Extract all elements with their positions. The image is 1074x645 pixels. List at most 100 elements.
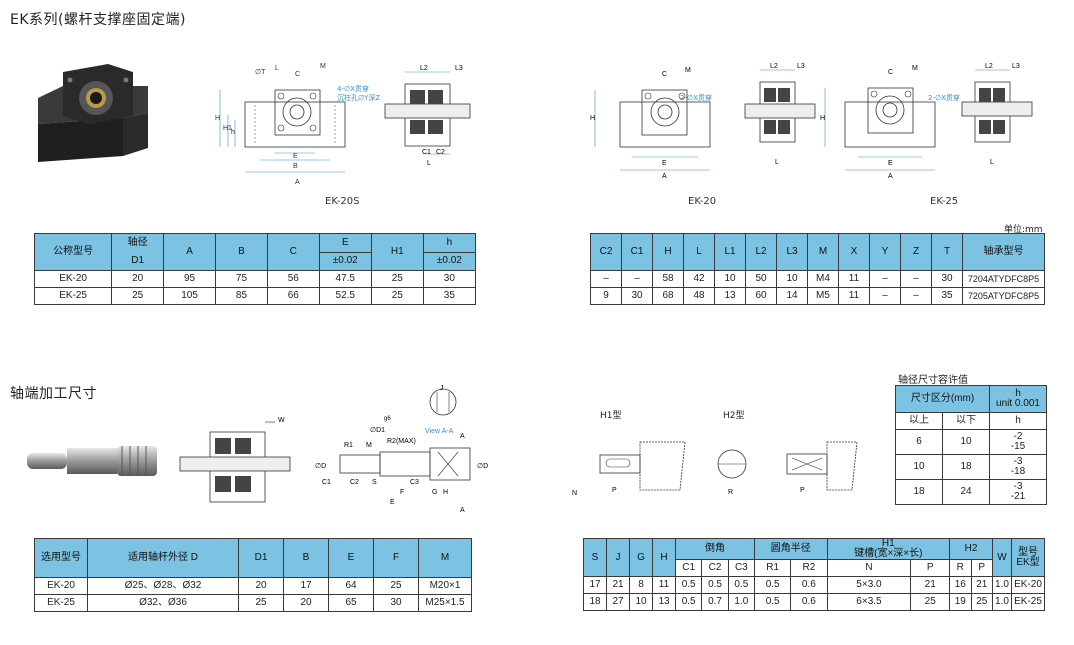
- th-L3: L3: [776, 233, 808, 271]
- th-T: T: [931, 233, 963, 271]
- th-h: h: [422, 233, 477, 253]
- th-B3: B: [283, 538, 329, 578]
- ek20-side-drawing: L2 L3 L: [744, 63, 816, 166]
- svg-text:H: H: [590, 115, 595, 122]
- unit-label: 单位:mm: [1004, 225, 1043, 235]
- th-X: X: [838, 233, 870, 271]
- svg-text:M: M: [366, 442, 372, 449]
- ek20s-side-drawing: L2 L3 C1 C2 L: [384, 65, 471, 167]
- th-M3: M: [418, 538, 472, 578]
- svg-text:R1: R1: [344, 442, 353, 449]
- svg-text:L2: L2: [985, 63, 993, 70]
- svg-text:L: L: [275, 65, 279, 72]
- svg-text:h: h: [231, 129, 235, 136]
- svg-text:C3: C3: [410, 479, 419, 486]
- th-C1: C1: [621, 233, 653, 271]
- svg-text:C2: C2: [350, 479, 359, 486]
- svg-text:H1: H1: [223, 125, 232, 132]
- th-M: M: [807, 233, 839, 271]
- svg-text:E: E: [662, 160, 667, 167]
- svg-text:P: P: [612, 487, 617, 494]
- svg-text:View A-A: View A-A: [425, 428, 454, 435]
- caption-ek20s: EK-20S: [325, 196, 360, 207]
- ek20-front-drawing: A E H C M: [590, 67, 711, 180]
- svg-text:∅D1: ∅D1: [370, 427, 385, 434]
- label-4x-hole: 4-∅X贯穿: [337, 85, 369, 93]
- th-shaft-od: 适用轴杆外径 D: [87, 538, 239, 578]
- th-shaft-2: D1: [111, 252, 165, 271]
- svg-text:A: A: [460, 433, 465, 440]
- shaft-dimension-drawing: View A-A R1 M ∅D1 g6 R2(MAX) ∅D ∅D C1 C2…: [315, 385, 488, 514]
- th-select-model: 选用型号: [34, 538, 88, 578]
- section-title-ek: EK系列(螺杆支撑座固定端): [10, 12, 186, 28]
- th-L: L: [683, 233, 715, 271]
- th-H1: H1: [370, 233, 424, 271]
- th-C: C: [266, 233, 320, 271]
- th-D1: D1: [238, 538, 284, 578]
- svg-text:M: M: [912, 65, 918, 72]
- svg-text:E: E: [293, 153, 298, 160]
- svg-text:F: F: [400, 489, 404, 496]
- svg-text:A: A: [662, 173, 667, 180]
- svg-text:L2: L2: [770, 63, 778, 70]
- svg-text:A: A: [888, 173, 893, 180]
- svg-text:L2: L2: [420, 65, 428, 72]
- th-h-tol: ±0.02: [422, 251, 477, 271]
- th-C2: C2: [590, 233, 622, 271]
- th-E: E: [318, 233, 372, 253]
- label-counterbore: 沉柱孔∅Y深Z: [337, 94, 381, 102]
- svg-text:H: H: [215, 115, 220, 122]
- ek25-side-drawing: L2 L3 L: [961, 63, 1033, 166]
- svg-text:G: G: [432, 489, 437, 496]
- svg-text:L3: L3: [797, 63, 805, 70]
- th-E-tol: ±0.02: [318, 251, 372, 271]
- th-H: H: [652, 233, 684, 271]
- svg-text:A: A: [295, 179, 300, 186]
- svg-text:N: N: [572, 490, 577, 497]
- label-W: W: [278, 417, 285, 424]
- th-B: B: [215, 233, 268, 271]
- svg-text:L: L: [775, 159, 779, 166]
- section-title-shaft: 轴端加工尺寸: [10, 386, 97, 402]
- th-E3: E: [328, 538, 374, 578]
- h1-type-drawing: N P: [572, 441, 686, 497]
- svg-text:L: L: [427, 160, 431, 167]
- svg-text:∅D: ∅D: [477, 463, 488, 470]
- svg-text:L3: L3: [1012, 63, 1020, 70]
- th-shaft-1: 轴径: [111, 233, 165, 252]
- h2-type-drawing: R P: [717, 441, 858, 496]
- shaft-photo: [27, 446, 157, 476]
- svg-text:R: R: [728, 489, 733, 496]
- svg-text:∅T: ∅T: [255, 69, 266, 76]
- th-model: 公称型号: [33, 233, 113, 271]
- th-bearing: 轴承型号: [962, 233, 1045, 271]
- svg-text:E: E: [390, 499, 395, 506]
- svg-text:B: B: [293, 163, 298, 170]
- svg-text:S: S: [372, 479, 377, 486]
- svg-text:C1: C1: [422, 149, 431, 156]
- svg-text:∅D: ∅D: [315, 463, 326, 470]
- th-Z: Z: [900, 233, 932, 271]
- svg-text:C2: C2: [436, 149, 445, 156]
- svg-text:A: A: [460, 507, 465, 514]
- svg-text:J: J: [440, 385, 444, 392]
- th-F3: F: [373, 538, 419, 578]
- svg-text:C: C: [662, 71, 667, 78]
- svg-text:E: E: [888, 160, 893, 167]
- th-range: 尺寸区分(mm): [895, 385, 990, 413]
- svg-text:g6: g6: [384, 416, 391, 422]
- svg-text:L: L: [990, 159, 994, 166]
- label-2x-hole: 2-∅X贯穿: [680, 94, 712, 102]
- ek-block-photo: [38, 64, 148, 162]
